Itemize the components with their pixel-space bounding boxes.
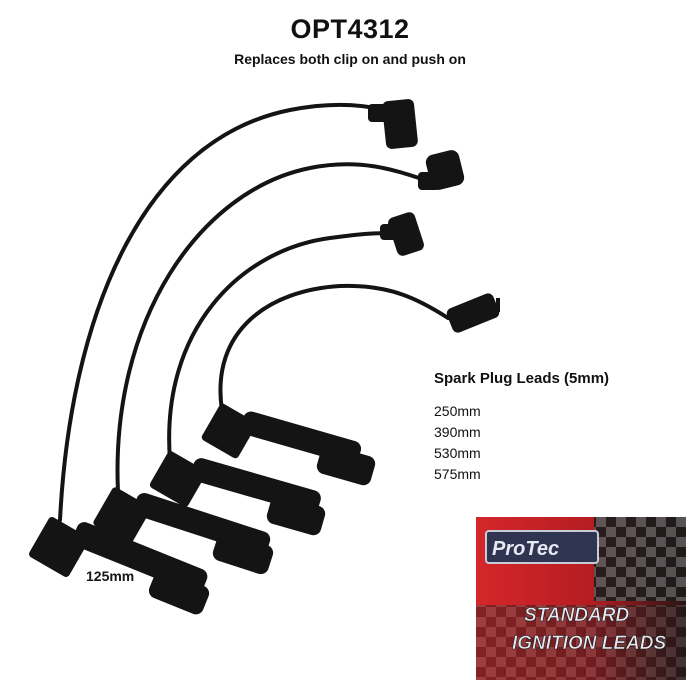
lead-length-575: 575mm (434, 466, 481, 482)
specs-heading: Spark Plug Leads (5mm) (434, 370, 610, 387)
specs-panel: Spark Plug Leads (5mm) 250mm 390mm 530mm… (434, 370, 609, 485)
plug-boot-4 (201, 403, 376, 486)
lead-length-530: 530mm (434, 445, 481, 461)
lead-cable-1 (58, 102, 387, 522)
svg-text:ProTec: ProTec (492, 538, 559, 560)
lead-length-390: 390mm (434, 424, 481, 440)
plug-boot-2 (93, 487, 274, 575)
protec-logo-icon: ProTec (485, 530, 599, 564)
coil-boot-1 (368, 99, 418, 149)
coil-boot-2 (418, 150, 465, 190)
lead-length-250: 250mm (434, 403, 481, 419)
box-text-standard: STANDARD (524, 605, 629, 626)
plug-boot-1 (29, 517, 210, 615)
coil-boot-3 (380, 212, 424, 256)
lead-length-label: 125mm (86, 568, 134, 584)
product-code: OPT4312 (290, 14, 410, 44)
protec-packaging: ProTec STANDARD IGNITION LEADS (476, 517, 686, 680)
plug-boot-3 (149, 451, 326, 536)
lead-cable-4 (218, 283, 450, 412)
lead-cable-3 (167, 231, 397, 462)
product-subtitle: Replaces both clip on and push on (234, 51, 466, 67)
lead-cable-2 (115, 162, 427, 494)
box-text-ignition-leads: IGNITION LEADS (512, 633, 666, 654)
coil-boot-4 (446, 293, 500, 333)
